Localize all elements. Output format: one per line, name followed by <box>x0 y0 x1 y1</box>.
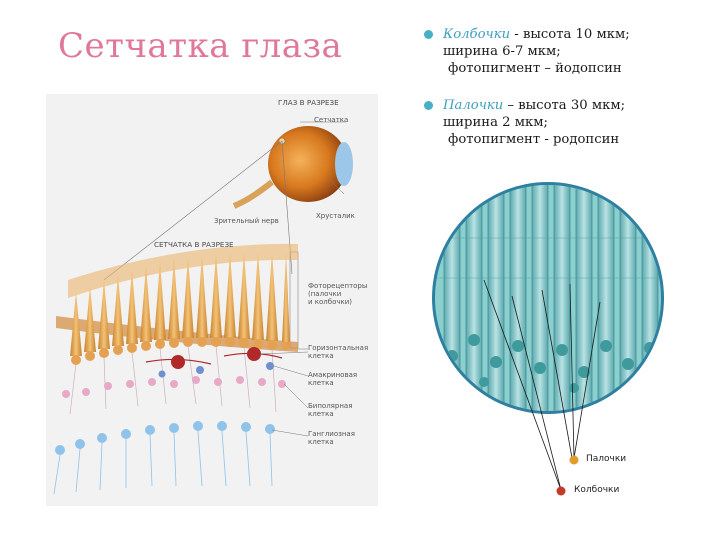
label-line: клетка <box>308 379 334 387</box>
label-line: Фоторецепторы <box>308 282 368 290</box>
optic-nerve-icon <box>232 179 274 209</box>
slide-title: Сетчатка глаза <box>58 26 343 66</box>
label-amacrine-cell: Амакриновая клетка <box>308 371 357 387</box>
label-bipolar-cell: Биполярная клетка <box>308 402 352 418</box>
amacrine-cell-row <box>158 362 274 378</box>
bullet-dot-icon <box>424 30 433 39</box>
photoreceptor-row <box>70 252 290 365</box>
rods-cones-micrograph: Палочки Колбочки <box>424 178 684 498</box>
label-line: клетка <box>308 352 334 360</box>
bullet-text: фотопигмент – йодопсин <box>448 61 622 76</box>
bullet-text: ширина 2 мкм; <box>443 115 548 130</box>
label-line: Амакриновая <box>308 371 358 379</box>
bullet-list: Колбочки - высота 10 мкм; ширина 6-7 мкм… <box>424 26 714 148</box>
ganglion-cell-row <box>55 421 275 455</box>
label-optic-nerve: Зрительный нерв <box>214 217 279 225</box>
bullet-text: – высота 30 мкм; <box>503 98 626 113</box>
label-line: (палочки <box>308 290 342 298</box>
lens-icon <box>335 142 353 186</box>
bullet-cones: Колбочки - высота 10 мкм; ширина 6-7 мкм… <box>424 26 714 77</box>
bullet-term: Колбочки <box>443 27 511 42</box>
bipolar-cell-row <box>62 376 286 398</box>
micrograph-art <box>432 182 664 496</box>
label-line: Биполярная <box>308 402 353 410</box>
bullet-text: фотопигмент - родопсин <box>448 132 620 147</box>
label-retina-section: СЕТЧАТКА В РАЗРЕЗЕ <box>154 240 234 249</box>
label-lens: Хрусталик <box>316 212 355 220</box>
label-rods: Палочки <box>586 454 627 464</box>
bullet-text: - высота 10 мкм; <box>510 27 630 42</box>
label-line: клетка <box>308 410 334 418</box>
label-retina: Сетчатка <box>314 116 349 124</box>
label-photoreceptors: Фоторецепторы (палочки и колбочки) <box>308 282 367 306</box>
bullet-dot-icon <box>424 101 433 110</box>
label-line: Ганглиозная <box>308 430 355 438</box>
bullet-text: ширина 6-7 мкм; <box>443 44 561 59</box>
label-horizontal-cell: Горизонтальная клетка <box>308 344 368 360</box>
retina-diagram-art <box>53 121 353 495</box>
bullet-rods: Палочки – высота 30 мкм; ширина 2 мкм; ф… <box>424 97 714 148</box>
label-line: клетка <box>308 438 334 446</box>
retina-diagram: ГЛАЗ В РАЗРЕЗЕ Сетчатка Хрусталик Зрител… <box>46 94 378 506</box>
eyeball-icon <box>268 126 348 202</box>
cones-marker-icon <box>556 486 566 496</box>
label-eye-section: ГЛАЗ В РАЗРЕЗЕ <box>278 98 339 107</box>
label-line: и колбочки) <box>308 298 353 306</box>
label-line: Горизонтальная <box>308 344 369 352</box>
rods-marker-icon <box>569 455 579 465</box>
horizontal-cell-row <box>145 347 283 369</box>
bullet-term: Палочки <box>443 98 504 113</box>
label-ganglion-cell: Ганглиозная клетка <box>308 430 355 446</box>
label-cones: Колбочки <box>574 485 620 495</box>
